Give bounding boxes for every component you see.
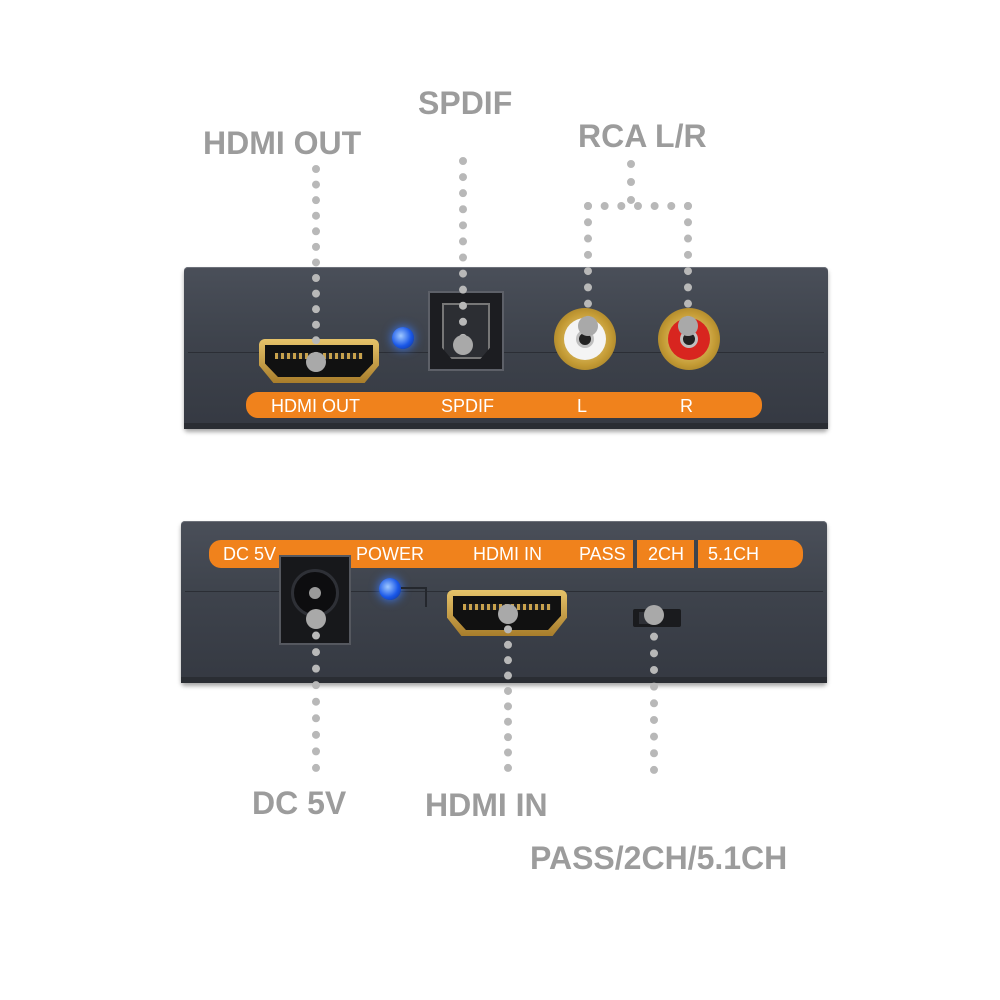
callout-hdmi-out: HDMI OUT (203, 125, 362, 161)
leader-hdmi-in-endcap (498, 604, 518, 624)
leader-hdmi-in (504, 610, 512, 772)
top-label-strip (246, 392, 762, 418)
panel-trace (401, 587, 425, 589)
strip-divider (694, 540, 698, 568)
callout-rca: RCA L/R (578, 118, 707, 154)
panel-edge (184, 423, 828, 429)
top-panel: HDMI OUT SPDIF L R (184, 267, 828, 429)
power-led (379, 578, 401, 600)
label-r: R (680, 396, 693, 416)
leader-rca-bracket (584, 202, 692, 210)
leader-dc5v-endcap (306, 609, 326, 629)
label-l: L (577, 396, 588, 416)
callout-hdmi-in: HDMI IN (425, 787, 548, 823)
label-pass: PASS (579, 544, 626, 564)
leader-dc5v (312, 615, 320, 772)
leader-hdmi-out (312, 165, 320, 360)
dc-jack-pin (309, 587, 321, 599)
label-power: POWER (356, 544, 425, 564)
callout-mode: PASS/2CH/5.1CH (530, 840, 788, 876)
leader-mode (650, 616, 658, 774)
panel-seam (188, 352, 824, 353)
leader-rca-left-endcap (578, 316, 598, 336)
label-hdmi-in: HDMI IN (473, 544, 542, 564)
panel-trace (425, 587, 427, 607)
leader-hdmi-out-endcap (306, 352, 326, 372)
leader-rca-left (584, 202, 592, 324)
bottom-panel: DC 5V POWER HDMI IN PASS 2CH 5.1CH (181, 521, 827, 683)
status-led (392, 327, 414, 349)
leader-spdif (459, 157, 467, 342)
label-2ch: 2CH (648, 544, 685, 564)
leader-mode-endcap (644, 605, 664, 625)
label-5-1ch: 5.1CH (708, 544, 760, 564)
callout-dc5v: DC 5V (252, 785, 347, 821)
label-dc5v: DC 5V (223, 544, 277, 564)
strip-divider (633, 540, 637, 568)
leader-rca-stem (627, 160, 635, 204)
leader-spdif-endcap (453, 335, 473, 355)
callout-spdif: SPDIF (418, 85, 513, 121)
label-hdmi-out: HDMI OUT (271, 396, 360, 416)
rca-right-port[interactable] (658, 308, 720, 370)
leader-rca-right-endcap (678, 316, 698, 336)
label-spdif: SPDIF (441, 396, 495, 416)
leader-rca-right (684, 202, 692, 324)
